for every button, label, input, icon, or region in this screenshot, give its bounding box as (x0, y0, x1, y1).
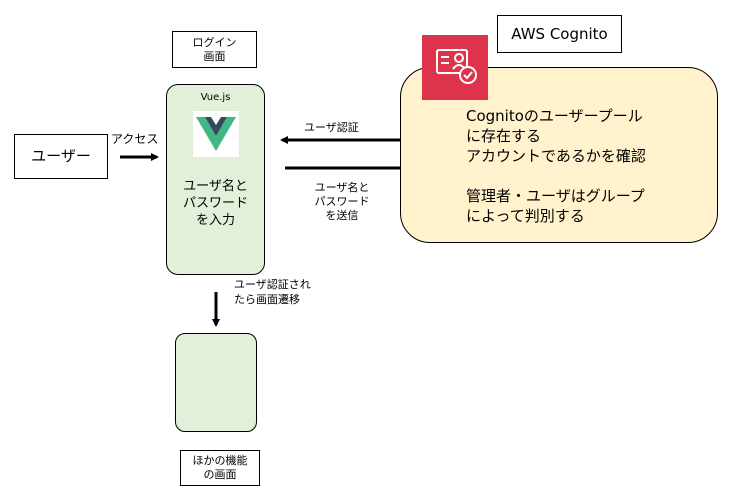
user-box-label: ユーザー (31, 147, 91, 165)
cognito-line3: アカウントであるかを確認 (466, 147, 646, 165)
transition-label-line1: ユーザ認証され (234, 278, 311, 291)
cognito-line2: に存在する (466, 127, 542, 145)
login-instruction-line1: ユーザ名と (183, 179, 248, 194)
login-instruction-line3: を入力 (195, 213, 235, 228)
auth-arrow-label: ユーザ認証 (304, 121, 359, 134)
cognito-line5: によって判別する (466, 207, 585, 225)
transition-label: ユーザ認証され たら画面遷移 (234, 277, 311, 307)
other-screen-panel (175, 333, 257, 432)
cognito-line4: 管理者・ユーザはグループ (466, 187, 645, 205)
cognito-line1: Cognitoのユーザープール (466, 107, 643, 125)
aws-cognito-label-text: AWS Cognito (511, 25, 608, 43)
cognito-description: Cognitoのユーザープール に存在する アカウントであるかを確認 管理者・ユ… (466, 106, 646, 226)
transition-label-line2: たら画面遷移 (234, 293, 300, 306)
login-screen-label-line2: 画面 (203, 50, 226, 63)
other-screen-label-line1: ほかの機能 (192, 454, 248, 467)
framework-label: Vue.js (200, 92, 231, 103)
other-screen-label: ほかの機能 の画面 (180, 450, 260, 486)
send-label-line1: ユーザ名と (314, 181, 370, 194)
other-screen-label-line2: の画面 (203, 468, 237, 481)
aws-cognito-label: AWS Cognito (497, 15, 622, 53)
login-screen-label: ログイン 画面 (172, 31, 257, 68)
vue-logo-icon (193, 111, 239, 157)
send-label: ユーザ名と パスワード を送信 (302, 181, 382, 223)
login-instruction: ユーザ名と パスワード を入力 (166, 178, 265, 229)
access-label: アクセス (111, 132, 159, 146)
aws-cognito-icon (422, 35, 488, 100)
send-label-line2: パスワード (314, 195, 370, 208)
user-box: ユーザー (14, 134, 108, 179)
login-instruction-line2: パスワード (182, 196, 248, 211)
send-label-line3: を送信 (325, 209, 359, 222)
login-screen-label-line1: ログイン (192, 36, 237, 49)
